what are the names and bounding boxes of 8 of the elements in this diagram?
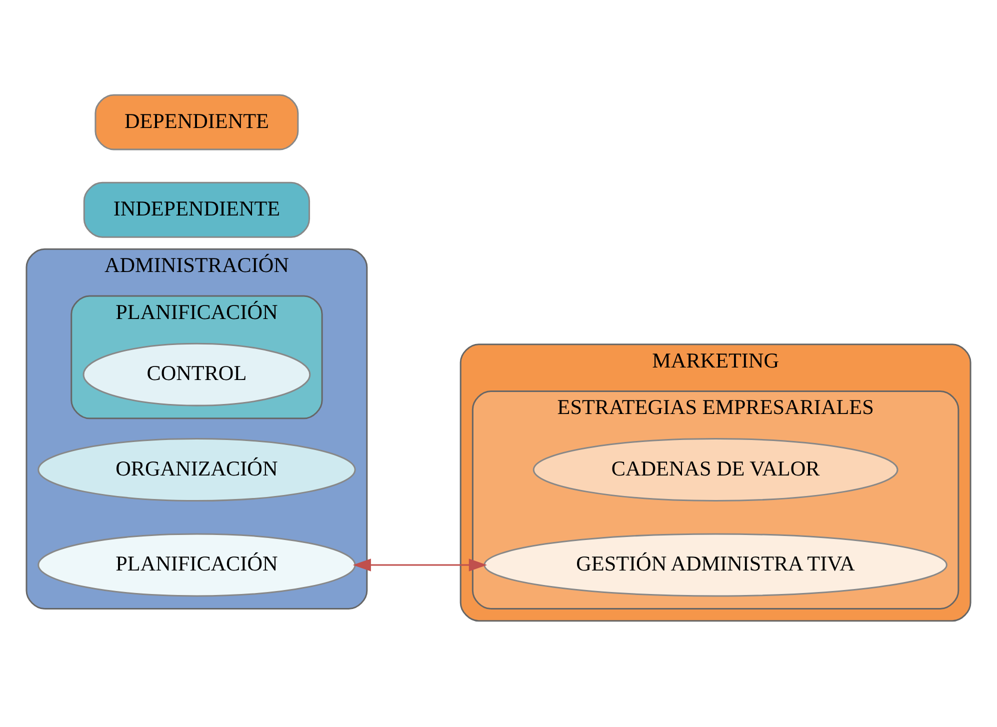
node-ellipse: CONTROL	[82, 342, 311, 406]
node-box: DEPENDIENTE	[94, 94, 299, 150]
node-ellipse: GESTIÓN ADMINISTRA TIVA	[484, 532, 948, 596]
arrow	[352, 558, 488, 571]
node-box: INDEPENDIENTE	[83, 181, 310, 238]
node-ellipse: PLANIFICACIÓN	[38, 532, 356, 596]
node-ellipse: CADENAS DE VALOR	[532, 438, 898, 502]
node-ellipse: ORGANIZACIÓN	[38, 438, 356, 502]
